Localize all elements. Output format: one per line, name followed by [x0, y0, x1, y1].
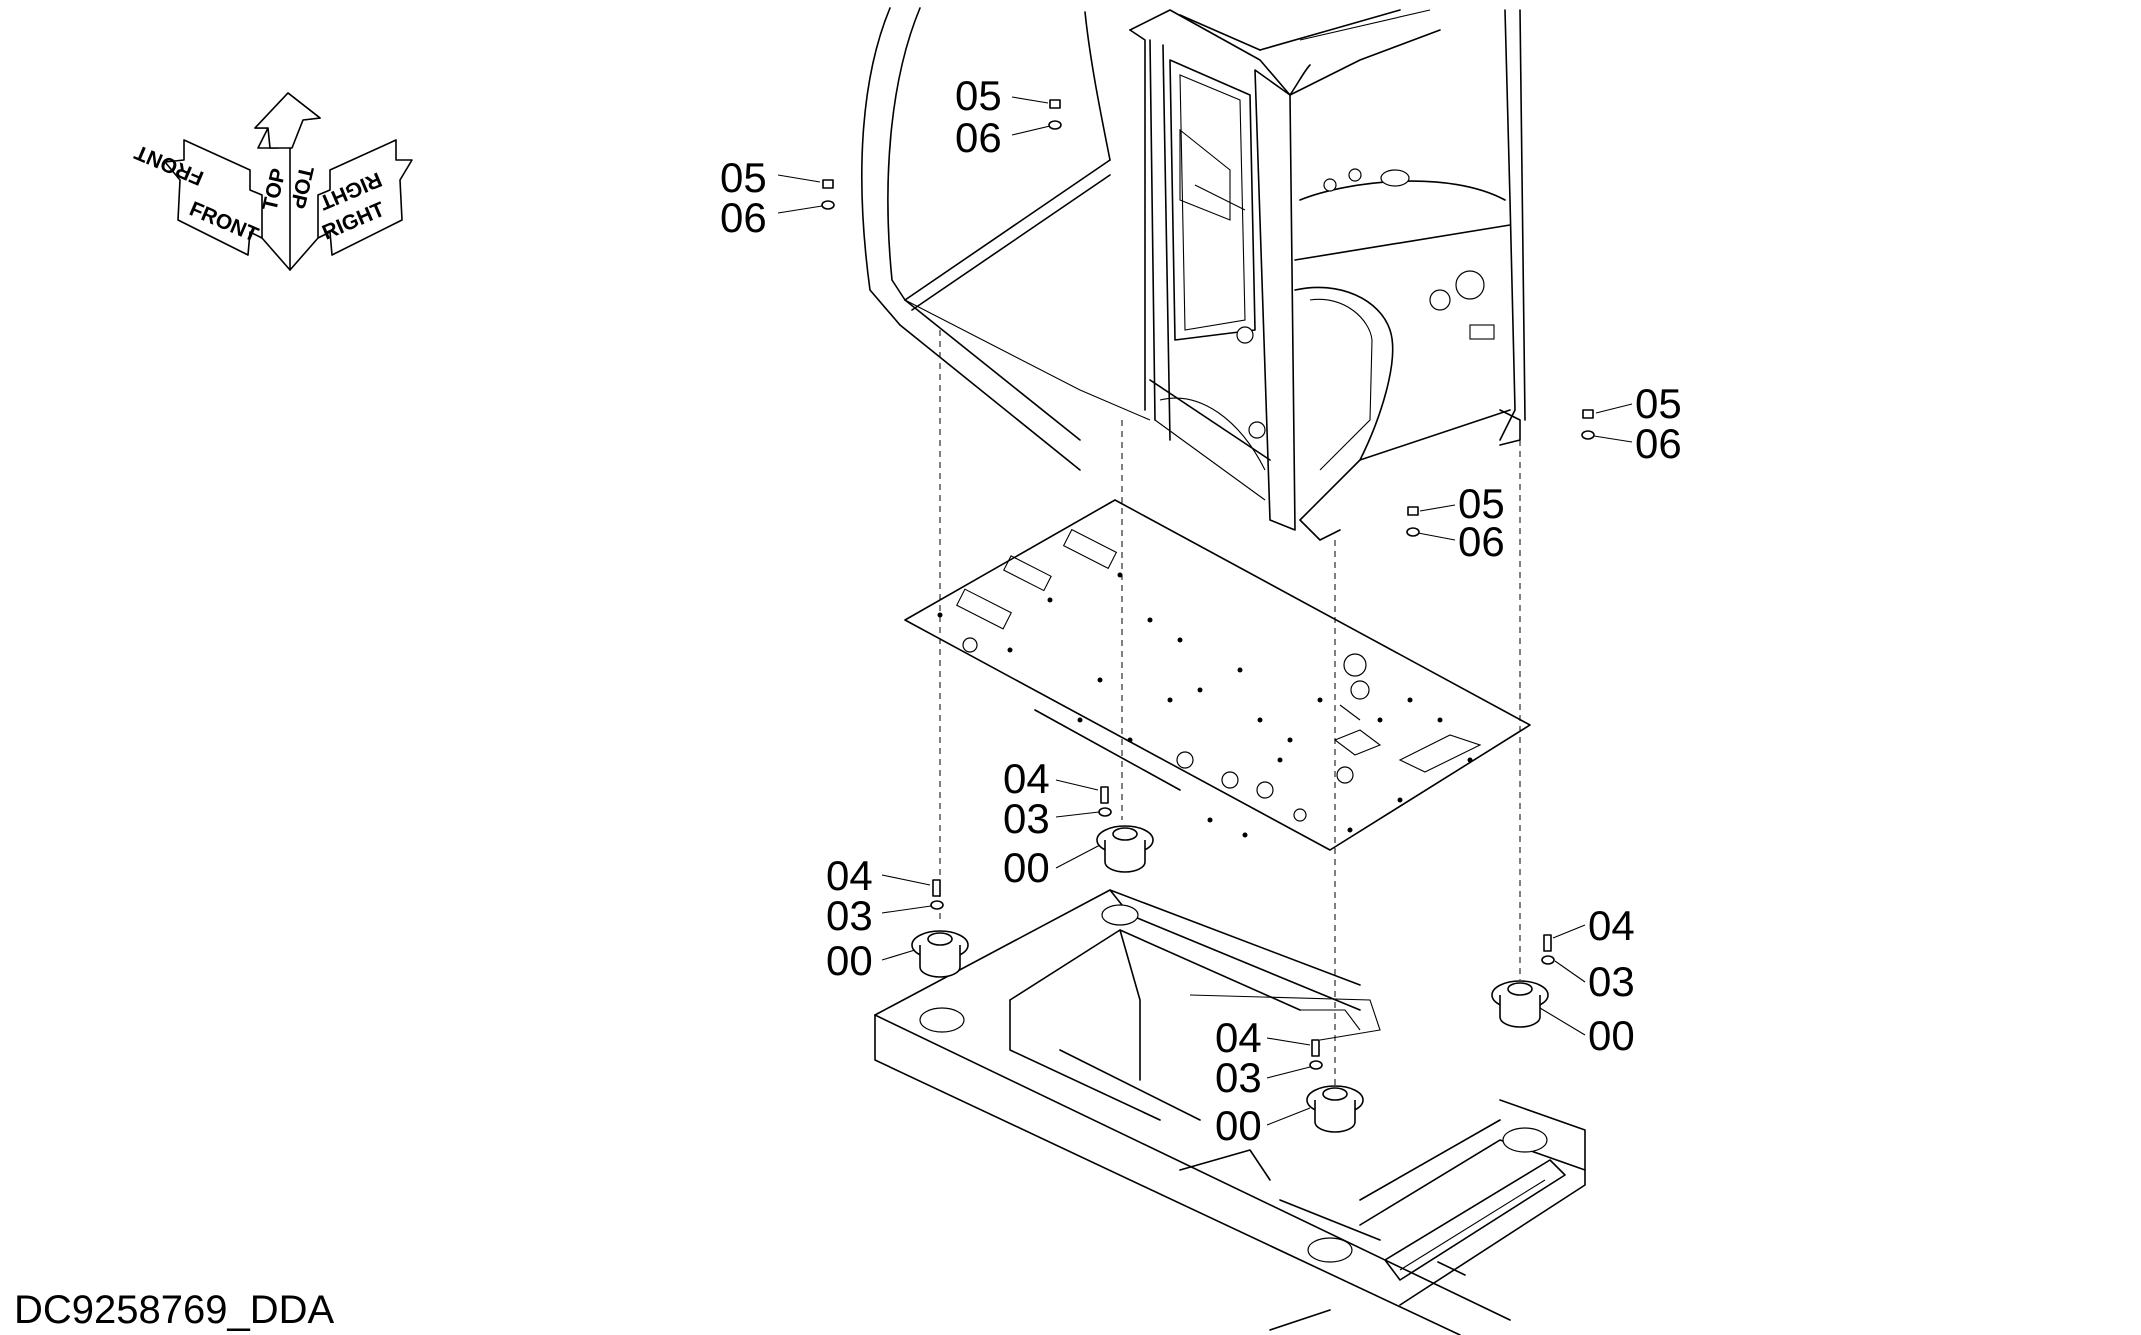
drawing-code: DC9258769_DDA — [14, 1288, 335, 1332]
alignment-lines — [939, 330, 1521, 1085]
top-label: TOP — [258, 166, 290, 213]
orientation-arrows-icon: FRONT FRONT TOP TOP RIGHT RIGHT — [131, 92, 413, 271]
cab-frame — [861, 7, 1526, 541]
callout-00-m3: 00 — [1215, 1102, 1262, 1149]
callout-04-m4: 04 — [1588, 902, 1635, 949]
callout-06-d: 06 — [1458, 518, 1505, 565]
floor-plate — [904, 499, 1531, 851]
callout-05-b: 05 — [720, 154, 767, 201]
callout-00-m2: 00 — [826, 937, 873, 984]
washer-icon — [930, 807, 1555, 1070]
leader-lines — [777, 96, 1633, 1126]
callout-04-m1: 04 — [1003, 755, 1050, 802]
callout-03-m2: 03 — [826, 892, 873, 939]
callout-06-c: 06 — [1635, 420, 1682, 467]
nut-icon — [821, 99, 1595, 537]
callout-05-c: 05 — [1635, 380, 1682, 427]
callout-05-d: 05 — [1458, 480, 1505, 527]
callout-00-m4: 00 — [1588, 1012, 1635, 1059]
callout-04-m2: 04 — [826, 852, 873, 899]
callout-04-m3: 04 — [1215, 1014, 1262, 1061]
callout-03-m1: 03 — [1003, 795, 1050, 842]
mount-icon — [911, 825, 1549, 1133]
callout-00-m1: 00 — [1003, 844, 1050, 891]
callout-03-m3: 03 — [1215, 1054, 1262, 1101]
callout-labels: 05 06 05 06 05 06 05 06 04 03 00 04 03 0… — [720, 72, 1682, 1149]
callout-03-m4: 03 — [1588, 958, 1635, 1005]
bolt-icon — [932, 786, 1552, 1057]
base-frame — [874, 889, 1586, 1335]
callout-06-b: 06 — [720, 194, 767, 241]
callout-06-a: 06 — [955, 114, 1002, 161]
callout-05-a: 05 — [955, 72, 1002, 119]
